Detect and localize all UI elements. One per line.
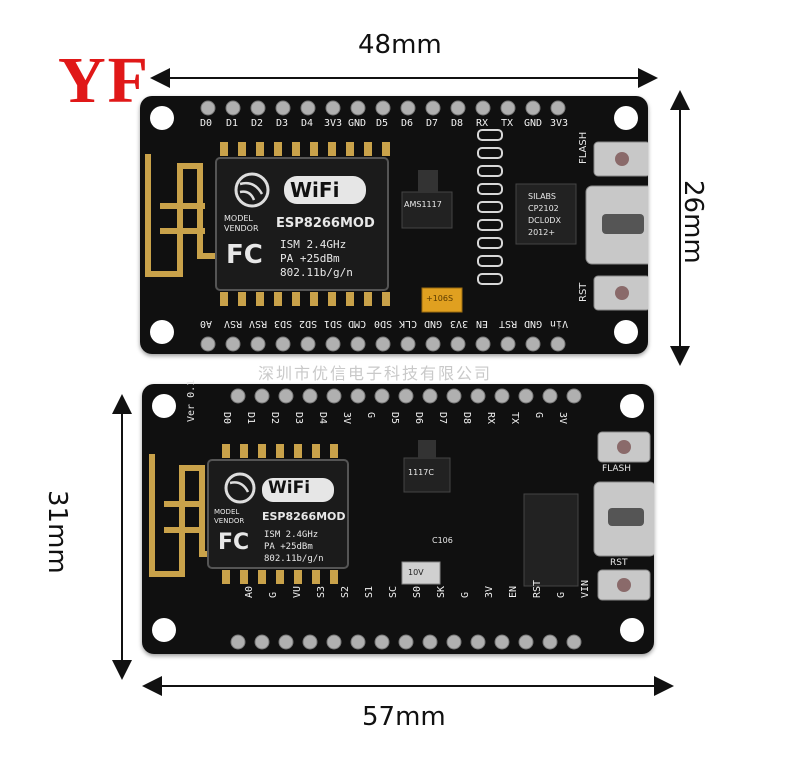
usb-chip-label: CP2102: [528, 204, 559, 213]
top-pin-label: D3: [293, 412, 304, 425]
module-spec: PA +25dBm: [264, 542, 313, 552]
top-pin-label: D5: [376, 118, 389, 129]
bottom-pin-label: G: [556, 591, 567, 598]
module-spec: 802.11b/g/n: [264, 554, 324, 564]
usb-chip-label: DCL0DX: [528, 216, 561, 225]
top-width-label: 48mm: [358, 30, 442, 60]
nodemcu-board-top: D0 D1 D2 D3 D4 3V3 GND D5 D6 D7 D8 RX TX…: [140, 96, 648, 354]
module-vendor-label: VENDOR: [224, 224, 259, 233]
module-model-label: MODEL: [224, 214, 253, 223]
regulator-label: 1117C: [408, 468, 434, 477]
top-pin-label: D2: [251, 118, 264, 129]
bottom-pin-label: RSV: [224, 318, 243, 329]
bottom-pin-label: EN: [508, 585, 519, 598]
top-pin-label: GND: [524, 118, 543, 129]
bottom-pin-label: G: [460, 591, 471, 598]
top-pin-label: D2: [269, 412, 280, 425]
rst-button-label: RST: [578, 282, 589, 302]
fcc-mark: FC: [218, 530, 250, 555]
usb-chip-label: SILABS: [528, 192, 556, 201]
module-spec: ISM 2.4GHz: [264, 530, 319, 540]
top-pin-label: 3V3: [324, 118, 343, 129]
bottom-pin-label: SD2: [299, 318, 318, 329]
nodemcu-board-bottom: Ver 0.1 D0 D1 D2 D3 D4 3V G D5 D6 D7 D8 …: [142, 380, 654, 654]
top-pin-label: 3V: [557, 412, 568, 425]
bottom-pin-label: A0: [200, 318, 213, 329]
bottom-pin-label: SK: [436, 585, 447, 598]
bottom-pin-label: EN: [476, 318, 489, 329]
top-pin-label: D1: [245, 412, 256, 425]
module-spec: 802.11b/g/n: [280, 266, 353, 279]
bottom-pin-label: 3V3: [450, 318, 469, 329]
bottom-pin-label: A0: [244, 585, 255, 598]
version-label: Ver 0.1: [186, 379, 197, 422]
top-pin-label: D7: [437, 412, 448, 425]
top-pin-label: G: [365, 412, 376, 419]
bottom-pin-label: RST: [499, 318, 518, 329]
top-pin-label: D5: [389, 412, 400, 425]
top-pin-label: D6: [413, 412, 424, 425]
wifi-logo: WiFi: [268, 478, 311, 498]
top-pin-label: G: [533, 412, 544, 419]
bottom-pin-label: CMD: [348, 318, 367, 329]
bottom-pin-label: S3: [316, 585, 327, 598]
bottom-pin-label: SD1: [324, 318, 343, 329]
capacitor-label: C106: [432, 536, 453, 545]
rst-button-label: RST: [610, 558, 628, 568]
module-model-name: ESP8266MOD: [262, 510, 346, 523]
bottom-pin-label: VIN: [580, 579, 591, 598]
bottom-pin-label: CLK: [399, 318, 418, 329]
brand-logo: YF: [58, 44, 150, 117]
flash-button-label: FLASH: [578, 131, 589, 164]
bottom-pin-label: G: [268, 591, 279, 598]
bottom-pin-label: 3V: [484, 585, 495, 598]
bottom-pin-label: S2: [340, 585, 351, 598]
bottom-board-graphics: [149, 388, 654, 650]
top-pin-label: D6: [401, 118, 414, 129]
module-spec: ISM 2.4GHz: [280, 238, 347, 251]
bottom-pin-label: SD3: [274, 318, 293, 329]
tantalum-cap-label: +106S: [426, 294, 454, 303]
module-model-name: ESP8266MOD: [276, 216, 375, 231]
module-model-label: MODEL: [214, 508, 240, 516]
flash-button-label: FLASH: [602, 464, 632, 474]
top-pin-label: TX: [509, 412, 520, 425]
top-pin-label: D0: [221, 412, 232, 425]
bottom-pin-label: Vin: [550, 318, 569, 329]
top-pin-label: D8: [451, 118, 464, 129]
usb-chip-label: 2012+: [528, 228, 556, 237]
bottom-pin-label: RST: [532, 579, 543, 598]
top-pin-label: TX: [501, 118, 514, 129]
top-pin-label: D4: [317, 412, 328, 425]
top-pin-label: 3V: [341, 412, 352, 425]
top-pin-label: RX: [476, 118, 489, 129]
top-pin-label: D7: [426, 118, 439, 129]
bottom-pin-label: SD0: [374, 318, 393, 329]
bottom-width-label: 57mm: [362, 702, 446, 732]
top-pin-label: RX: [485, 412, 496, 425]
bottom-pin-label: SC: [388, 585, 399, 598]
top-pin-label: GND: [348, 118, 367, 129]
fcc-mark: FC: [226, 240, 263, 270]
top-pin-label: D0: [200, 118, 213, 129]
top-pin-label: D3: [276, 118, 289, 129]
top-pin-label: D4: [301, 118, 314, 129]
module-spec: PA +25dBm: [280, 252, 340, 265]
module-vendor-label: VENDOR: [214, 517, 245, 525]
top-pin-label: D1: [226, 118, 239, 129]
bottom-pin-label: RSV: [249, 318, 268, 329]
capacitor-label: 10V: [408, 568, 424, 577]
regulator-label: AMS1117: [404, 200, 442, 209]
bottom-pin-label: S1: [364, 585, 375, 598]
top-pin-label: D8: [461, 412, 472, 425]
top-pin-label: 3V3: [550, 118, 569, 129]
bottom-pin-label: GND: [524, 318, 543, 329]
bottom-pin-label: GND: [424, 318, 443, 329]
bottom-pin-label: S0: [412, 585, 423, 598]
top-board-graphics: [145, 100, 648, 352]
bottom-pin-label: VU: [292, 585, 303, 598]
company-watermark: 深圳市优信电子科技有限公司: [258, 364, 493, 383]
wifi-logo: WiFi: [290, 178, 340, 202]
